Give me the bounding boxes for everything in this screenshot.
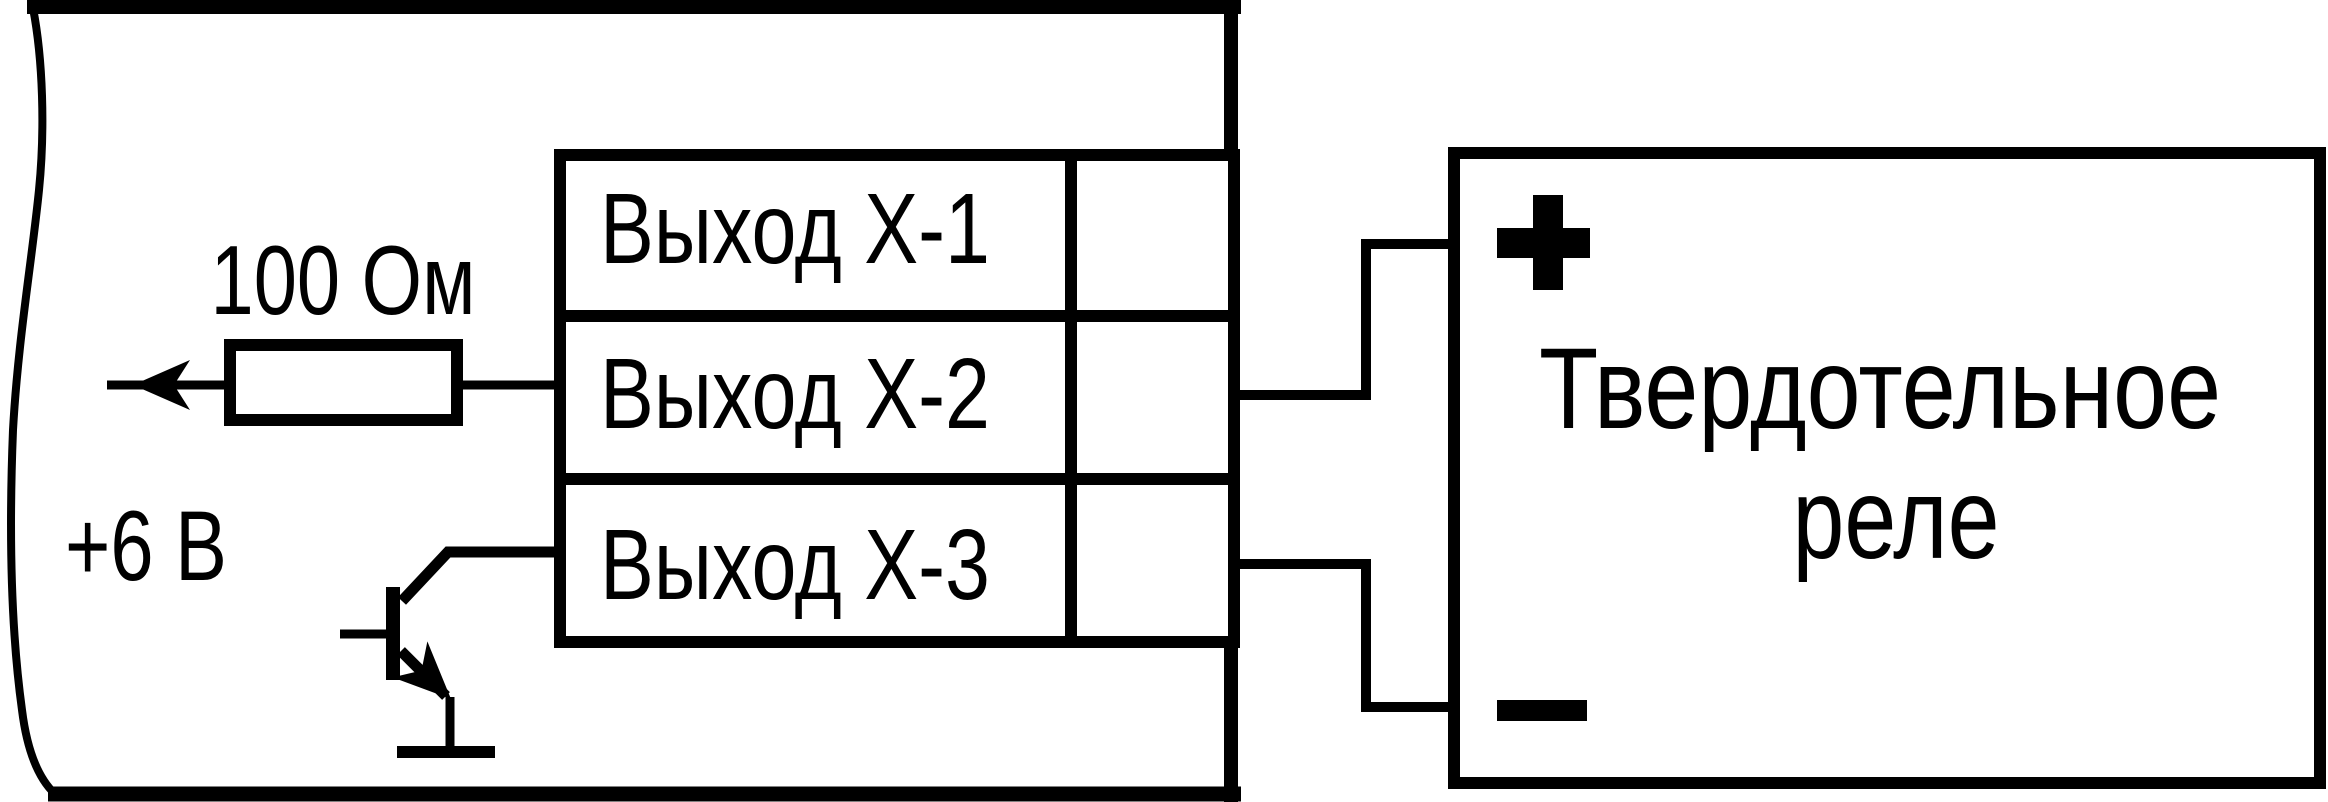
terminal-row-label-x3: Выход Х-3 <box>600 509 990 621</box>
interconnect-wires <box>1238 239 1452 712</box>
arrow-left-icon <box>133 360 190 410</box>
relay-outline <box>1448 147 2326 789</box>
wire-x2-to-plus <box>1238 239 1452 400</box>
relay-title-line2: реле <box>1793 455 2000 583</box>
relay-title-line1: Твердотельное <box>1539 325 2221 453</box>
terminal-block-outline <box>554 149 1240 648</box>
relay-box: Твердотельное реле <box>1448 147 2326 789</box>
terminal-row-label-x2: Выход Х-2 <box>600 338 990 450</box>
minus-terminal-icon <box>1497 700 1587 721</box>
device-torn-left-edge <box>7 7 58 797</box>
transistor <box>340 546 560 758</box>
transistor-base-bar <box>386 587 400 680</box>
terminal-block: Выход Х-1 Выход Х-2 Выход Х-3 <box>554 149 1240 648</box>
resistor-branch: 100 Ом <box>107 225 560 426</box>
collector-wire <box>397 546 560 605</box>
resistor-value-label: 100 Ом <box>211 225 476 335</box>
device-box <box>7 0 1241 802</box>
plus-terminal-icon <box>1497 195 1590 290</box>
terminal-row-label-x1: Выход Х-1 <box>600 173 990 285</box>
resistor-body <box>224 339 463 426</box>
emitter-arrow-icon <box>392 641 451 699</box>
ground-icon <box>397 746 495 758</box>
plus-horizontal-bar <box>1497 228 1590 258</box>
supply-voltage-label: +6 В <box>65 490 227 601</box>
wire-x3-to-minus <box>1238 559 1452 712</box>
